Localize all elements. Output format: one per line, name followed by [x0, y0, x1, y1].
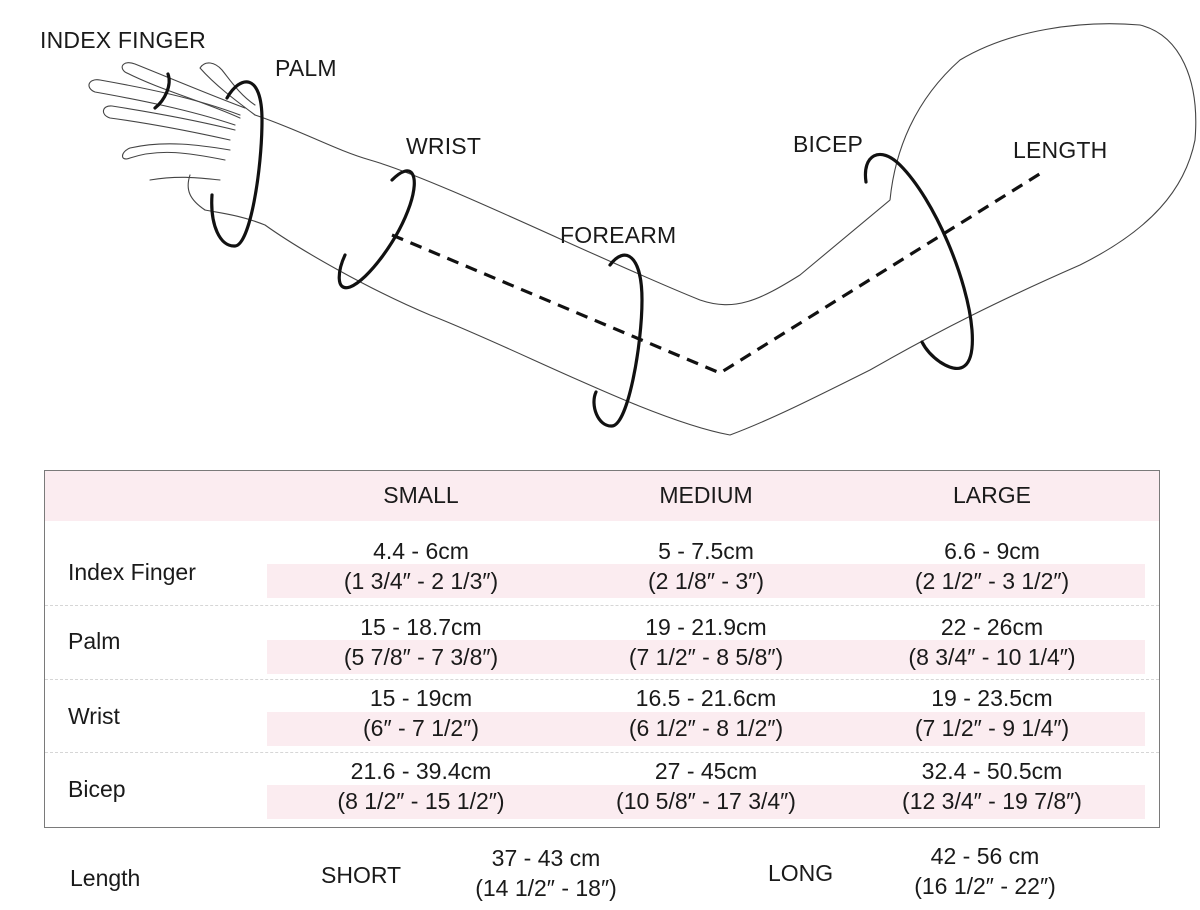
- length-short-label: SHORT: [321, 862, 402, 888]
- table-header: SMALL MEDIUM LARGE: [45, 471, 1159, 521]
- bicep-ring: [863, 152, 974, 370]
- row-highlight: [267, 564, 1145, 598]
- arm-outline: [204, 23, 1197, 436]
- cell: 27 - 45cm(10 5/8″ - 17 3/4″): [616, 758, 796, 814]
- row-divider: [45, 679, 1159, 680]
- hand-outline: [199, 62, 256, 116]
- cell: 4.4 - 6cm(1 3/4″ - 2 1/3″): [343, 538, 499, 594]
- cell: 22 - 26cm(8 3/4″ - 10 1/4″): [908, 614, 1076, 670]
- cell: 6.6 - 9cm(2 1/2″ - 3 1/2″): [914, 538, 1070, 594]
- length-long-value: 42 - 56 cm(16 1/2″ - 22″): [914, 843, 1056, 899]
- index-finger-ring: [153, 72, 171, 110]
- cell: 16.5 - 21.6cm(6 1/2″ - 8 1/2″): [628, 685, 784, 741]
- cell: 21.6 - 39.4cm(8 1/2″ - 15 1/2″): [337, 758, 505, 814]
- row-label: Wrist: [68, 703, 120, 729]
- label-wrist: WRIST: [406, 133, 482, 159]
- row-label: Bicep: [68, 776, 126, 802]
- length-dashed-line: [391, 168, 1047, 375]
- row-label: Index Finger: [68, 559, 196, 585]
- size-table: SMALL MEDIUM LARGE Index Finger 4.4 - 6c…: [44, 470, 1160, 828]
- row-highlight: [267, 712, 1145, 746]
- column-small: SMALL: [383, 482, 459, 508]
- length-short-value: 37 - 43 cm(14 1/2″ - 18″): [475, 845, 617, 901]
- cell: 19 - 21.9cm(7 1/2″ - 8 5/8″): [628, 614, 784, 670]
- column-medium: MEDIUM: [659, 482, 753, 508]
- column-large: LARGE: [953, 482, 1031, 508]
- cell: 19 - 23.5cm(7 1/2″ - 9 1/4″): [914, 685, 1070, 741]
- row-divider: [45, 752, 1159, 753]
- label-index-finger: INDEX FINGER: [40, 27, 206, 53]
- length-long-label: LONG: [768, 860, 834, 886]
- cell: 32.4 - 50.5cm(12 3/4″ - 19 7/8″): [902, 758, 1082, 814]
- label-palm: PALM: [275, 55, 337, 81]
- cell: 5 - 7.5cm(2 1/8″ - 3″): [648, 538, 764, 594]
- row-label: Palm: [68, 628, 121, 654]
- wrist-ring: [337, 169, 416, 290]
- palm-ring: [210, 80, 264, 248]
- row-divider: [45, 605, 1159, 606]
- forearm-ring: [592, 253, 644, 428]
- row-highlight: [267, 640, 1145, 674]
- label-length: LENGTH: [1013, 137, 1108, 163]
- arm-measurement-diagram: [88, 23, 1197, 436]
- row-highlight: [267, 785, 1145, 819]
- label-forearm: FOREARM: [560, 222, 677, 248]
- length-label: Length: [70, 865, 141, 891]
- cell: 15 - 18.7cm(5 7/8″ - 7 3/8″): [343, 614, 499, 670]
- cell: 15 - 19cm(6″ - 7 1/2″): [363, 685, 479, 741]
- label-bicep: BICEP: [793, 131, 864, 157]
